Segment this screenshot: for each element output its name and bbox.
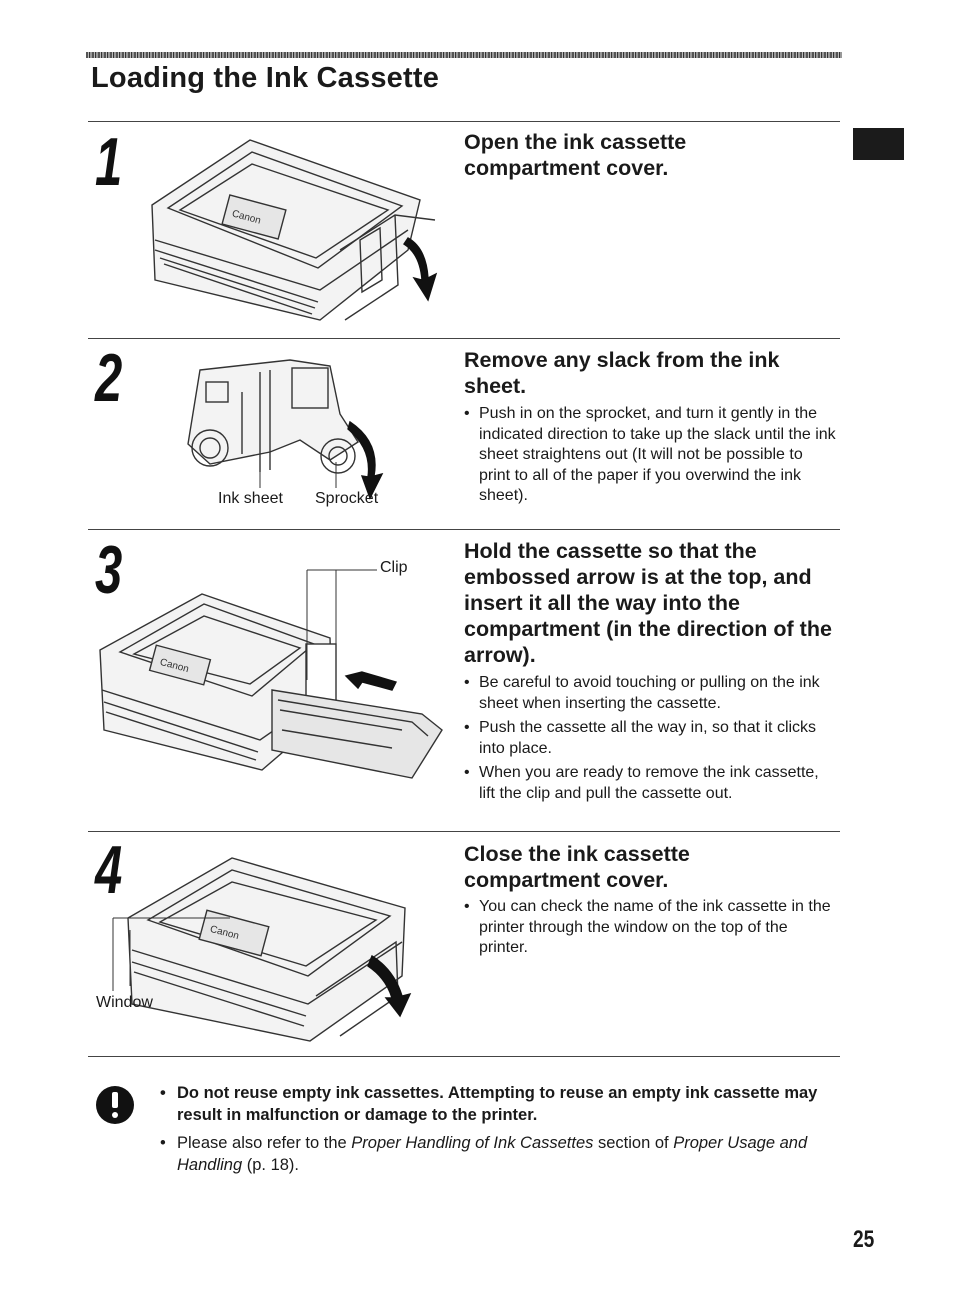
- section-divider: [88, 338, 840, 339]
- reference-section-title: Proper Handling of Ink Cassettes: [351, 1134, 594, 1152]
- step-bullet: You can check the name of the ink casset…: [464, 897, 836, 959]
- insert-cassette-illustration: Canon: [99, 569, 443, 779]
- step-number: 1: [95, 124, 123, 200]
- section-divider: [88, 121, 840, 122]
- step-heading: Close the ink cassette compartment cover…: [464, 842, 690, 892]
- clip-label: Clip: [380, 559, 408, 576]
- step-bullet: When you are ready to remove the ink cas…: [464, 763, 836, 804]
- step-bullet-list: Be careful to avoid touching or pulling …: [464, 673, 836, 808]
- reference-page: (p. 18).: [242, 1156, 299, 1174]
- page-title: Loading the Ink Cassette: [91, 62, 440, 94]
- step-number: 2: [95, 340, 123, 416]
- step-bullet-list: You can check the name of the ink casset…: [464, 897, 836, 963]
- step-number: 3: [95, 532, 123, 608]
- caution-notes: Do not reuse empty ink cassettes. Attemp…: [160, 1082, 850, 1176]
- window-label: Window: [96, 994, 153, 1011]
- section-divider: [88, 831, 840, 832]
- reference-text: Please also refer to the: [177, 1134, 352, 1152]
- step-heading: Hold the cassette so that the embossed a…: [464, 539, 832, 667]
- step-bullet: Be careful to avoid touching or pulling …: [464, 673, 836, 714]
- sprocket-label: Sprocket: [315, 490, 379, 507]
- ink-cassette-illustration: [187, 359, 384, 500]
- step-heading: Remove any slack from the ink sheet.: [464, 348, 780, 398]
- reference-document-title: Proper Usage and Handling: [177, 1134, 808, 1174]
- step-bullet-list: Push in on the sprocket, and turn it gen…: [464, 404, 836, 511]
- chapter-tab-marker: [853, 128, 904, 160]
- page-number: 25: [853, 1226, 875, 1253]
- reference-text: section of: [593, 1134, 674, 1152]
- section-divider: [88, 1056, 840, 1057]
- step-bullet: Push the cassette all the way in, so tha…: [464, 718, 836, 759]
- printer-closed-cover-illustration: Canon: [112, 857, 412, 1042]
- step-heading: Open the ink cassette compartment cover.: [464, 130, 687, 180]
- printer-open-cover-illustration: Canon: [151, 139, 438, 321]
- header-decorative-rule: [86, 52, 842, 58]
- step-number: 4: [95, 832, 123, 908]
- caution-warning: Do not reuse empty ink cassettes. Attemp…: [160, 1082, 850, 1126]
- caution-icon: [96, 1086, 134, 1124]
- caution-reference: Please also refer to the Proper Handling…: [160, 1132, 850, 1176]
- ink-sheet-label: Ink sheet: [218, 490, 283, 507]
- step-bullet: Push in on the sprocket, and turn it gen…: [464, 404, 836, 507]
- section-divider: [88, 529, 840, 530]
